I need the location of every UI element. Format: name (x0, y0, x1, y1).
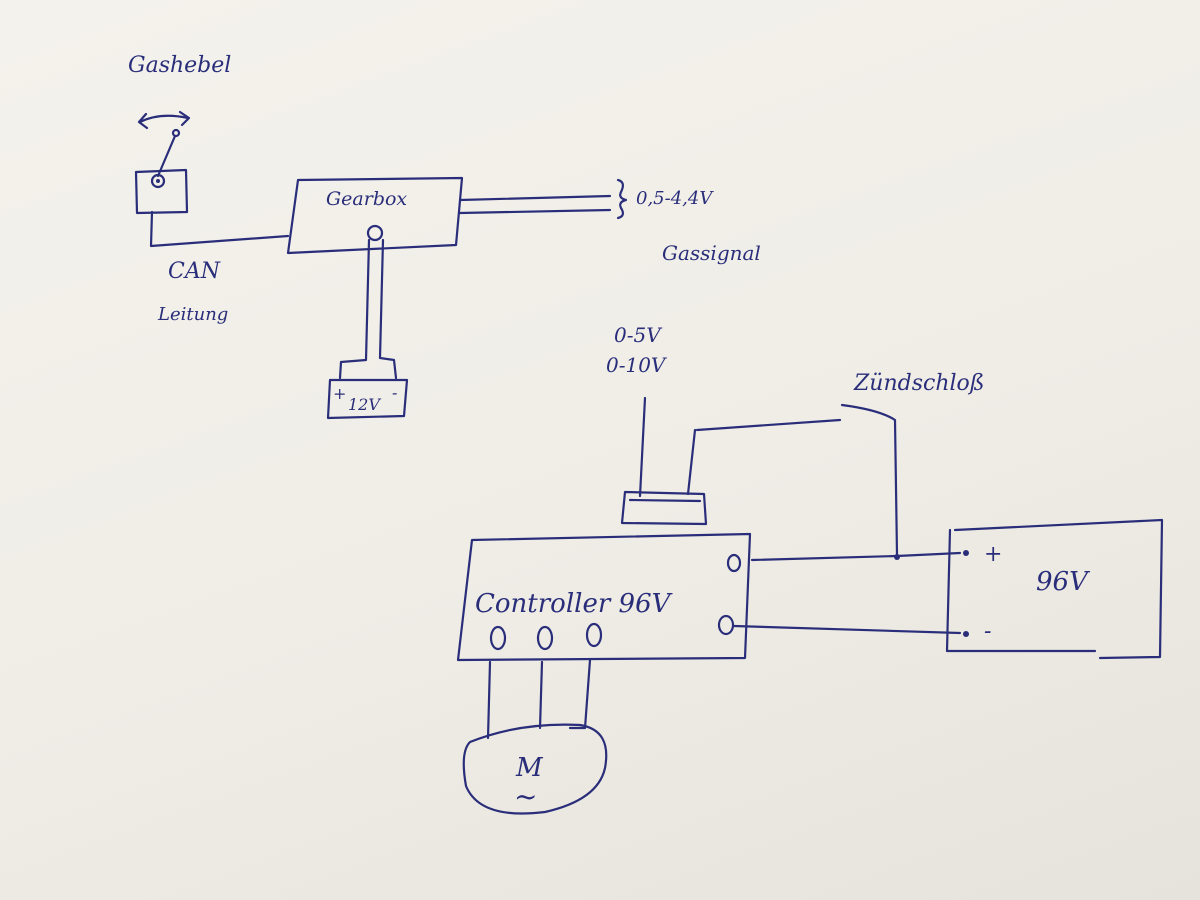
label-battery-minus: - (984, 619, 991, 644)
gearbox-to-12v-wires (338, 238, 398, 380)
label-zuendschloss: Zündschloß (853, 371, 984, 396)
signal-connector (620, 490, 708, 526)
ignition-wire (695, 403, 899, 557)
label-motor-m: M (515, 753, 544, 783)
motor-ellipse (462, 723, 608, 815)
label-battery-96v: 96V (1036, 567, 1090, 597)
label-gearbox: Gearbox (326, 188, 407, 210)
controller-box (456, 532, 752, 662)
label-controller: Controller 96V (475, 589, 673, 619)
label-gashebel: Gashebel (128, 53, 231, 78)
label-gassignal: Gassignal (662, 241, 761, 265)
label-battery-12v-plus: + (333, 384, 346, 403)
battery-96v-box (945, 518, 1164, 660)
label-battery-12v-minus: - (392, 383, 397, 402)
label-battery-plus: + (984, 542, 1002, 567)
label-battery-12v: 12V (348, 395, 381, 414)
plus-wire (750, 551, 962, 562)
gearbox-box (286, 176, 464, 255)
label-can: CAN (168, 259, 221, 284)
gassignal-wires (458, 194, 612, 215)
double-arrow-icon (138, 114, 190, 124)
brace (616, 178, 628, 220)
label-range-5v: 0-5V (614, 323, 663, 347)
throttle-lever (134, 110, 191, 215)
label-leitung: Leitung (157, 304, 228, 325)
motor-wires (486, 658, 592, 740)
label-range-10v: 0-10V (606, 353, 668, 377)
label-motor-ac: ~ (514, 780, 537, 813)
battery-12v-box (326, 378, 409, 420)
label-signal-range: 0,5-4,4V (636, 188, 714, 209)
signal-wires (638, 396, 697, 498)
minus-wire (732, 624, 962, 635)
can-wire (149, 210, 290, 248)
